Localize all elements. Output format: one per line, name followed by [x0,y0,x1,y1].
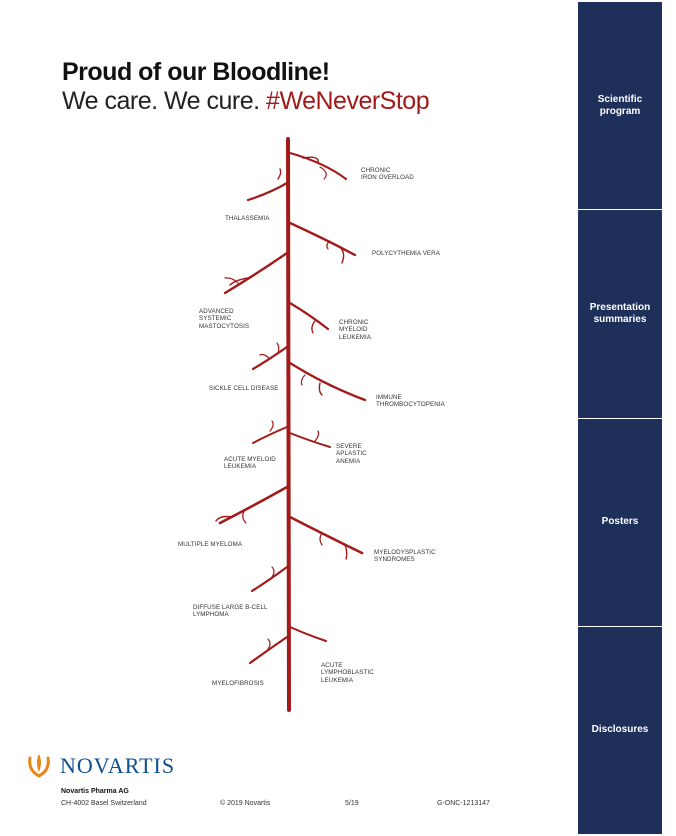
branch [314,430,320,442]
sidebar-item-label: program [599,105,641,117]
sidebar-item-label: Disclosures [591,724,649,736]
label-advanced-systemic-mastocytosis: ADVANCED SYSTEMIC MASTOCYTOSIS [199,308,250,330]
tagline-main: We care. We cure. [62,87,267,115]
branch [339,246,345,264]
branch [223,251,289,295]
footer-code: G-ONC-1213147 [437,800,490,807]
footer-company: Novartis Pharma AG [61,788,129,795]
headline: Proud of our Bloodline! [62,58,330,86]
branch [288,361,367,402]
bloodline-tree: CHRONIC IRON OVERLOAD THALASSEMIA POLYCY… [150,135,470,715]
branch [246,181,289,202]
label-chronic-iron-overload: CHRONIC IRON OVERLOAD [361,167,414,182]
label-myelofibrosis: MYELOFIBROSIS [212,680,264,687]
sidebar-item-label: Posters [601,516,639,528]
logo-wordmark: NOVARTIS [60,753,176,778]
hashtag: #WeNeverStop [266,87,430,115]
tree-graphic [215,137,367,712]
branch [288,515,364,555]
branch [288,151,348,181]
branch [242,509,247,524]
branch [288,301,330,331]
branch [271,566,275,578]
branch [252,426,288,444]
tree-trunk [286,137,291,712]
footer-copyright: © 2019 Novartis [220,800,271,807]
branch [289,626,327,642]
branch [319,166,327,180]
sidebar-item-label: summaries [593,313,647,325]
branch [319,532,323,546]
label-immune-thrombocytopenia: IMMUNE THROMBOCYTOPENIA [376,394,445,409]
branch [215,515,233,522]
branch [248,635,289,665]
label-acute-lymphoblastic-leukemia: ACUTE LYMPHOBLASTIC LEUKEMIA [321,662,374,684]
label-multiple-myeloma: MULTIPLE MYELOMA [178,541,243,548]
sidebar-item-label: Scientific [597,93,643,105]
branch [224,277,239,284]
branch [318,382,323,396]
branch [269,420,274,432]
sidebar-item-label: Presentation [589,301,651,313]
label-diffuse-large-b-cell-lymphoma: DIFFUSE LARGE B-CELL LYMPHOMA [193,604,268,619]
branch [259,353,271,360]
branch [218,485,289,525]
branch [326,240,331,250]
novartis-logo: NOVARTIS [26,752,175,780]
footer-page-number: 5/19 [345,800,359,807]
branch [344,544,348,560]
sidebar-item-posters[interactable]: Posters [578,418,662,627]
flame-hands-icon [28,754,50,778]
footer-address: CH-4002 Basel Switzerland [61,800,147,807]
branch [300,374,306,386]
branch [267,638,271,650]
branch [251,345,289,371]
label-chronic-myeloid-leukemia: CHRONIC MYELOID LEUKEMIA [339,319,372,341]
branch [289,432,331,448]
branch [277,168,282,180]
tagline: We care. We cure. #WeNeverStop [62,87,430,116]
label-sickle-cell-disease: SICKLE CELL DISEASE [209,385,279,392]
label-myelodysplastic-syndromes: MYELODYSPLASTIC SYNDROMES [374,549,436,564]
branch [288,221,357,257]
branch [276,342,280,354]
sidebar-item-disclosures[interactable]: Disclosures [578,626,662,834]
label-severe-aplastic-anemia: SEVERE APLASTIC ANEMIA [336,443,367,465]
branch [311,320,316,334]
label-acute-myeloid-leukemia: ACUTE MYELOID LEUKEMIA [224,456,276,471]
branch [229,277,249,286]
label-polycythemia-vera: POLYCYTHEMIA VERA [372,250,440,257]
branch [302,156,319,164]
label-thalassemia: THALASSEMIA [225,215,270,222]
branch [250,565,289,593]
